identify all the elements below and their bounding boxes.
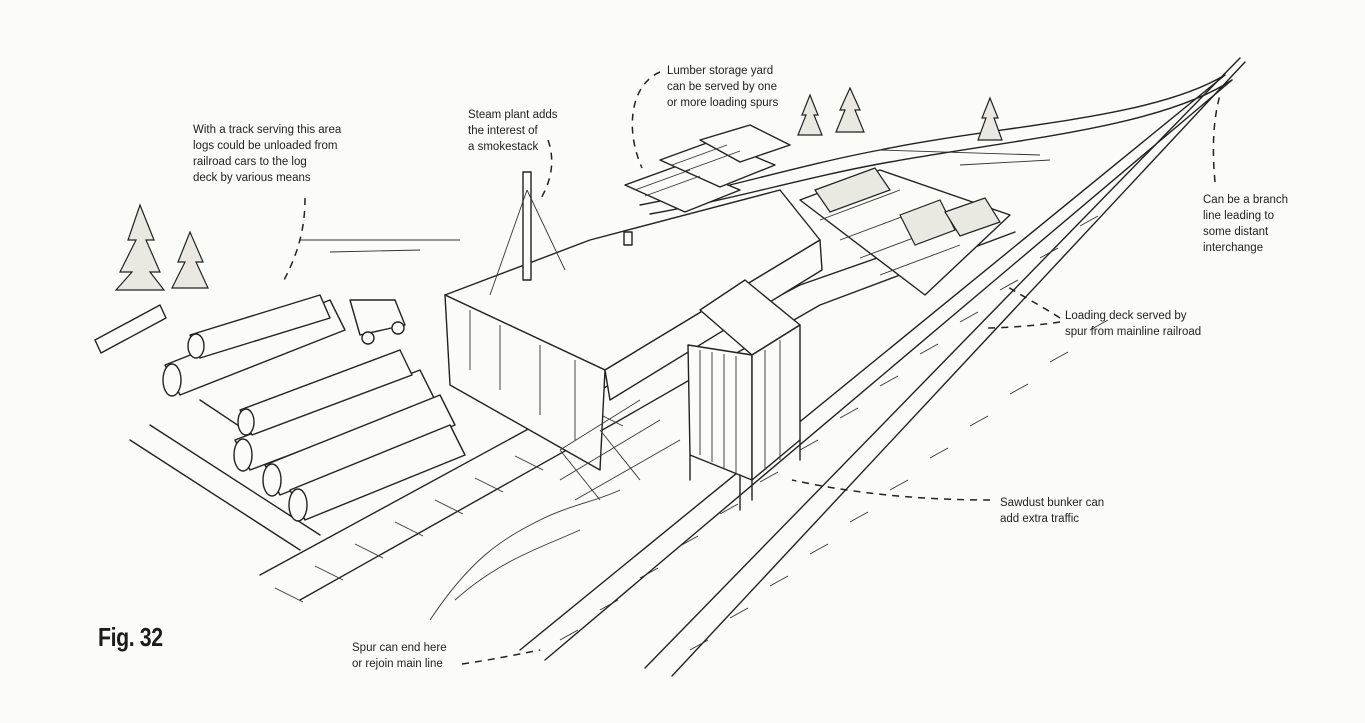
callout-log-deck-line-1: With a track serving this area <box>193 124 342 136</box>
sawdust-bunker <box>687 279 801 511</box>
callout-log-deck-line-2: logs could be unloaded from <box>193 140 338 152</box>
callout-log-deck: With a track serving this area logs coul… <box>193 122 341 186</box>
callout-spur-end-line-1: Spur can end here <box>352 642 447 654</box>
loading-deck <box>799 167 1011 296</box>
callout-spur-end-line-2: or rejoin main line <box>352 658 443 670</box>
callout-spur-end: Spur can end here or rejoin main line <box>352 640 447 672</box>
figure-label: Fig. 32 <box>98 622 163 652</box>
mainline-track <box>519 57 1246 677</box>
log-deck <box>94 294 466 551</box>
ground-lines <box>300 149 1051 621</box>
callout-branch-line-line-2: line leading to <box>1203 210 1274 222</box>
callout-lumber-yard-line-2: can be served by one <box>667 81 777 93</box>
callout-branch-line: Can be a branch line leading to some dis… <box>1203 192 1288 256</box>
callout-lumber-yard-line-1: Lumber storage yard <box>667 65 774 77</box>
callout-branch-line-line-4: interchange <box>1203 242 1264 254</box>
callout-branch-line-line-3: some distant <box>1203 226 1269 238</box>
callout-steam-plant-line-3: a smokestack <box>468 141 539 153</box>
callout-log-deck-line-3: railroad cars to the log <box>193 156 307 168</box>
callout-log-deck-line-4: deck by various means <box>193 172 311 184</box>
callout-lumber-yard: Lumber storage yard can be served by one… <box>667 63 778 111</box>
callout-sawdust-bunker: Sawdust bunker can add extra traffic <box>1000 495 1104 527</box>
callout-steam-plant-line-1: Steam plant adds <box>468 109 558 121</box>
callout-branch-line-line-1: Can be a branch <box>1203 194 1289 206</box>
trees <box>114 86 1003 291</box>
callout-steam-plant-line-2: the interest of <box>468 125 538 137</box>
callout-lumber-yard-line-3: or more loading spurs <box>667 97 779 109</box>
callout-sawdust-bunker-line-2: add extra traffic <box>1000 513 1080 525</box>
smokestack <box>522 171 532 281</box>
callout-loading-deck-line-2: spur from mainline railroad <box>1065 326 1202 338</box>
logs <box>94 294 466 522</box>
lumber-storage-yard <box>624 124 791 213</box>
callout-steam-plant: Steam plant adds the interest of a smoke… <box>468 107 558 155</box>
callout-sawdust-bunker-line-1: Sawdust bunker can <box>1000 497 1105 509</box>
callout-loading-deck: Loading deck served by spur from mainlin… <box>1065 308 1201 340</box>
callout-loading-deck-line-1: Loading deck served by <box>1065 310 1187 322</box>
leader-lines <box>282 71 1221 665</box>
